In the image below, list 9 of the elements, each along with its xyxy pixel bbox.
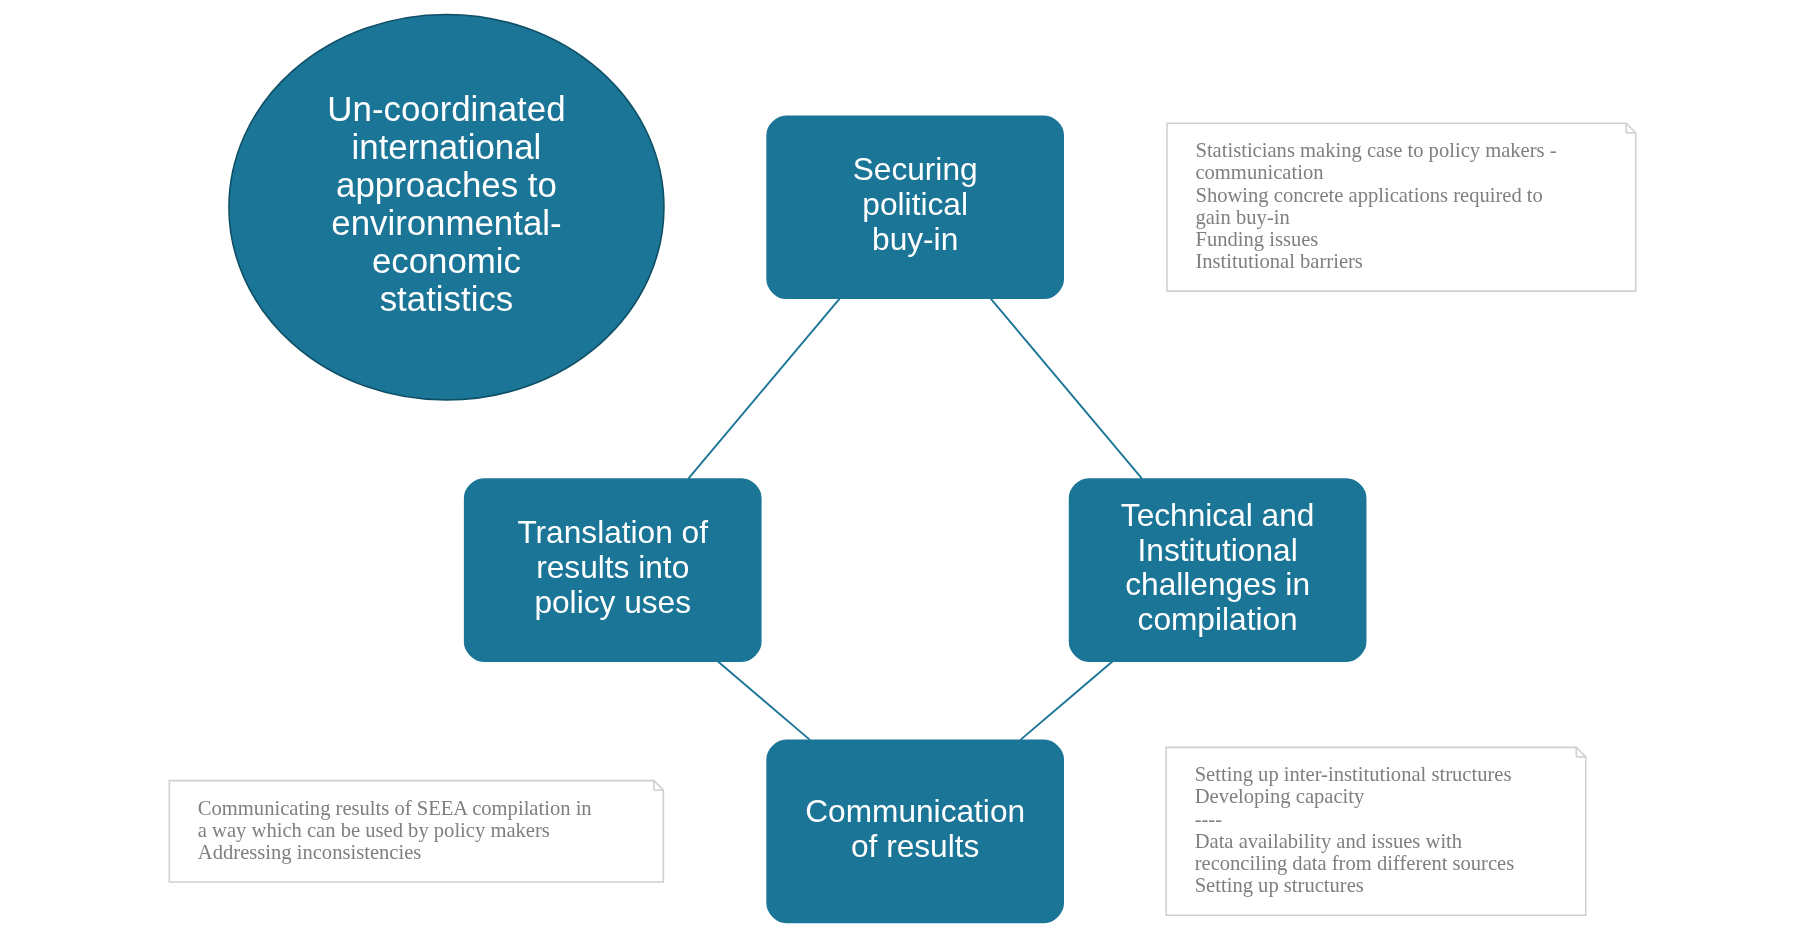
node-box: Translation of results into policy uses: [463, 478, 762, 662]
connector: [989, 297, 1143, 480]
connector: [686, 297, 841, 480]
connector: [1018, 660, 1114, 741]
node-box: Securing political buy-in: [765, 115, 1064, 300]
node-box: Communication of results: [765, 739, 1064, 924]
connector: [716, 660, 811, 741]
node-ellipse: Un-coordinated international approaches to environmental-economic statistics: [227, 13, 665, 401]
node-box: Technical and Institutional challenges in compilation: [1068, 478, 1366, 662]
